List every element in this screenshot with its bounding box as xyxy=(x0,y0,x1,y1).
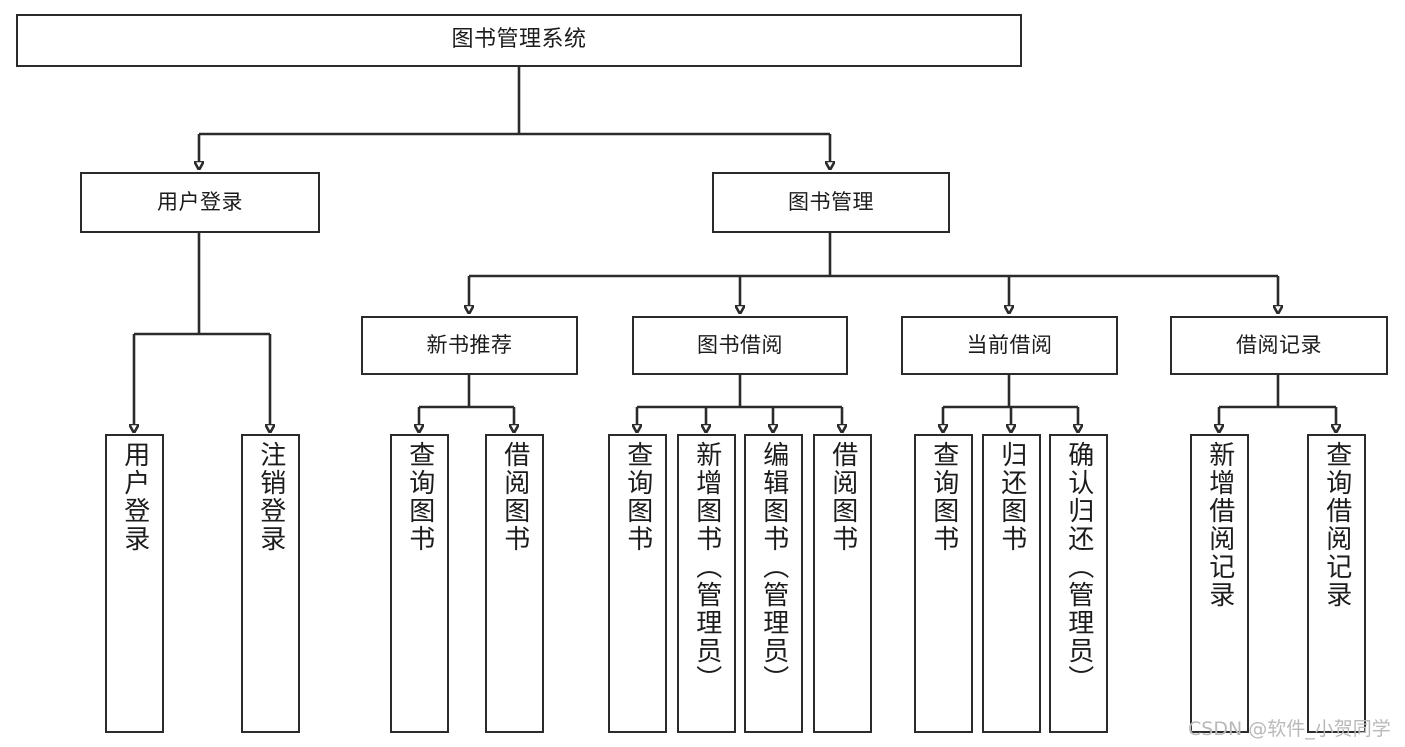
node-label: 新书推荐 xyxy=(426,333,513,358)
leaf-new-book-borrow[interactable]: 借阅图书 xyxy=(485,434,544,733)
leaf-current-borrow-query[interactable]: 查询图书 xyxy=(914,434,973,733)
leaf-book-borrow-borrow[interactable]: 借阅图书 xyxy=(813,434,872,733)
node-label: 用户登录 xyxy=(119,441,150,553)
leaf-user-login-logout[interactable]: 注销登录 xyxy=(241,434,300,733)
leaf-book-borrow-add[interactable]: 新增图书（管理员） xyxy=(677,434,736,733)
node-label: 编辑图书（管理员） xyxy=(758,441,789,693)
node-label: 图书管理系统 xyxy=(451,27,587,53)
node-label: 新增图书（管理员） xyxy=(691,441,722,693)
leaf-book-borrow-edit[interactable]: 编辑图书（管理员） xyxy=(744,434,803,733)
node-label: 当前借阅 xyxy=(966,333,1053,358)
leaf-user-login-login[interactable]: 用户登录 xyxy=(105,434,164,733)
node-label: 确认归还（管理员） xyxy=(1063,441,1094,693)
leaf-current-borrow-return[interactable]: 归还图书 xyxy=(982,434,1041,733)
leaf-borrow-record-query[interactable]: 查询借阅记录 xyxy=(1307,434,1366,733)
node-label: 图书借阅 xyxy=(697,333,783,358)
node-label: 新增借阅记录 xyxy=(1204,441,1235,609)
leaf-borrow-record-add[interactable]: 新增借阅记录 xyxy=(1190,434,1249,733)
node-label: 借阅图书 xyxy=(827,441,858,553)
node-label: 查询图书 xyxy=(622,441,653,553)
node-borrow-record[interactable]: 借阅记录 xyxy=(1170,316,1388,375)
leaf-book-borrow-query[interactable]: 查询图书 xyxy=(608,434,667,733)
node-book-borrow[interactable]: 图书借阅 xyxy=(632,316,848,375)
leaf-current-borrow-confirm[interactable]: 确认归还（管理员） xyxy=(1049,434,1108,733)
node-label: 注销登录 xyxy=(255,441,286,553)
node-label: 用户登录 xyxy=(157,190,243,215)
node-label: 归还图书 xyxy=(996,441,1027,553)
csdn-watermark: CSDN @软件_小贺同学 xyxy=(1188,718,1391,740)
leaf-new-book-query[interactable]: 查询图书 xyxy=(390,434,449,733)
node-user-login[interactable]: 用户登录 xyxy=(80,172,320,233)
node-new-book-recommend[interactable]: 新书推荐 xyxy=(361,316,578,375)
node-label: 查询图书 xyxy=(404,441,435,553)
node-label: 查询借阅记录 xyxy=(1321,441,1352,609)
node-label: 查询图书 xyxy=(928,441,959,553)
node-label: 借阅图书 xyxy=(499,441,530,553)
node-book-management[interactable]: 图书管理 xyxy=(712,172,950,233)
node-label: 图书管理 xyxy=(788,190,874,215)
node-root-system[interactable]: 图书管理系统 xyxy=(16,14,1022,67)
node-label: 借阅记录 xyxy=(1236,333,1322,358)
node-current-borrow[interactable]: 当前借阅 xyxy=(901,316,1118,375)
